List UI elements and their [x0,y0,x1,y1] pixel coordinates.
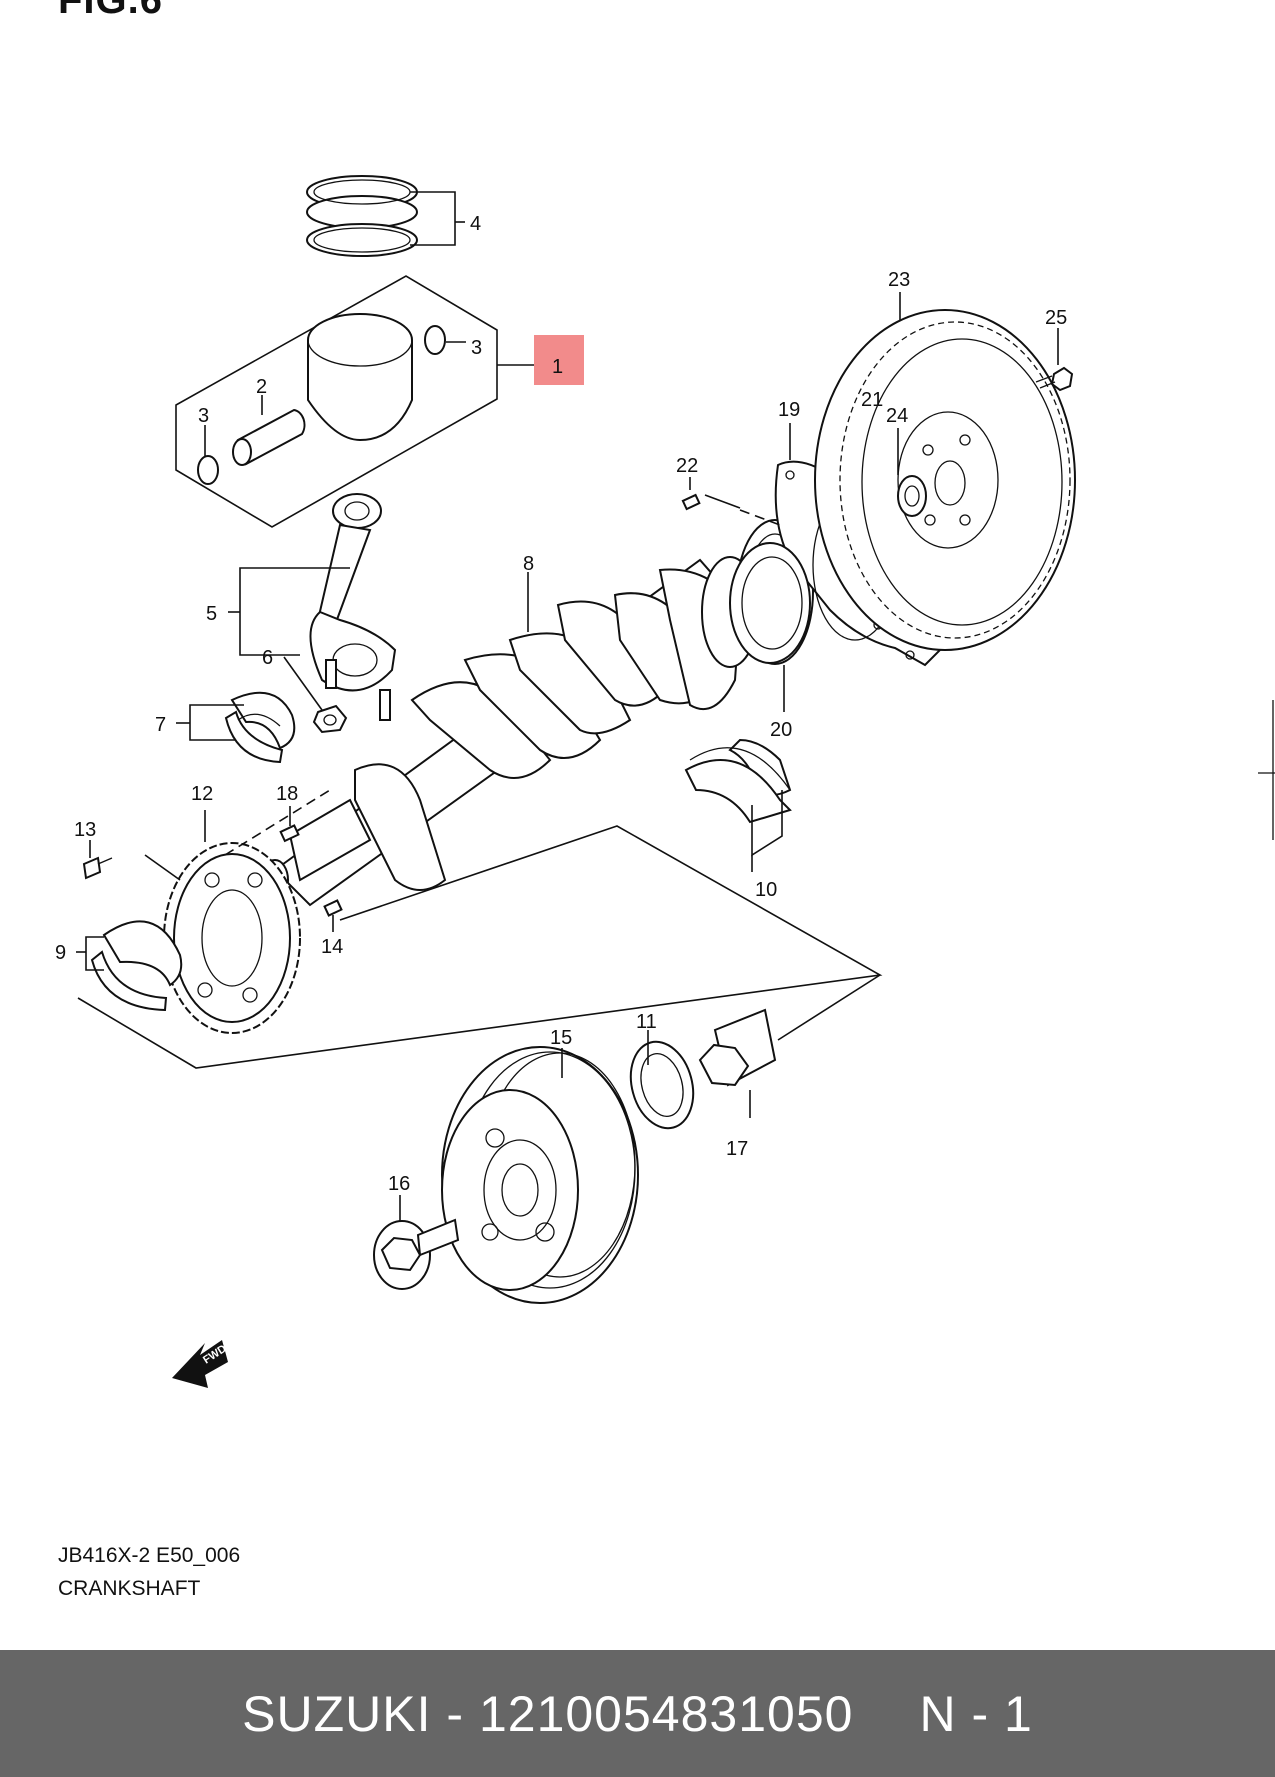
piston [307,313,413,442]
circlip-left [197,455,219,485]
callout-20: 20 [770,719,792,741]
main-bearings-9 [90,920,183,1012]
rod-nut [312,704,348,734]
callout-17: 17 [726,1138,748,1160]
callout-13: 13 [74,819,96,841]
callout-4: 4 [470,213,481,235]
callout-9: 9 [55,942,66,964]
callout-24: 24 [886,405,908,427]
pulley-bolt-16 [373,1218,460,1290]
piston-rings [306,175,418,257]
fwd-arrow-icon: FWD [172,1340,229,1388]
footer-part-number: SUZUKI - 1210054831050 [242,1685,854,1742]
callout-12: 12 [191,783,213,805]
callout-1: 1 [552,356,563,378]
figure-title: FIG.6 [58,0,164,22]
callout-25: 25 [1045,307,1067,329]
callout-23: 23 [888,269,910,291]
callout-10: 10 [755,879,777,901]
callout-7: 7 [155,714,166,736]
callout-3-right: 3 [471,337,482,359]
circlip-right [424,325,446,355]
rod-bearings [224,691,296,764]
crank-pulley [441,1046,639,1304]
footer-bar: SUZUKI - 1210054831050 N - 1 [0,1650,1275,1777]
thrust-bearings [684,738,792,824]
callout-19: 19 [778,399,800,421]
crank-bolt-17 [698,1008,777,1087]
sensor-plate [163,842,301,1034]
callout-6: 6 [262,647,273,669]
oil-seal-front [629,1040,695,1130]
footer-quantity: N - 1 [919,1685,1033,1742]
flywheel [814,309,1076,651]
dowel-22 [681,493,701,511]
diagram-name: CRANKSHAFT [58,1577,201,1600]
key-18 [279,824,300,843]
callout-8: 8 [523,553,534,575]
callout-22: 22 [676,455,698,477]
highlight-box [534,335,584,385]
diagram-code: JB416X-2 E50_006 [58,1544,241,1567]
callout-16: 16 [388,1173,410,1195]
bolt-13 [82,856,113,880]
rear-oil-seal [729,542,811,664]
pin-14 [323,899,343,917]
callout-3-left: 3 [198,405,209,427]
pilot-bearing [897,475,927,517]
callout-15: 15 [550,1027,572,1049]
bolt-25 [1035,366,1074,392]
callout-14: 14 [321,936,343,958]
connecting-rod [309,493,397,721]
callout-11: 11 [636,1011,657,1033]
callout-2: 2 [256,376,267,398]
piston-pin [232,408,306,466]
callout-21: 21 [861,389,883,411]
callout-5: 5 [206,603,217,625]
exploded-parts-diagram: FWD [55,175,1275,1388]
callout-18: 18 [276,783,298,805]
